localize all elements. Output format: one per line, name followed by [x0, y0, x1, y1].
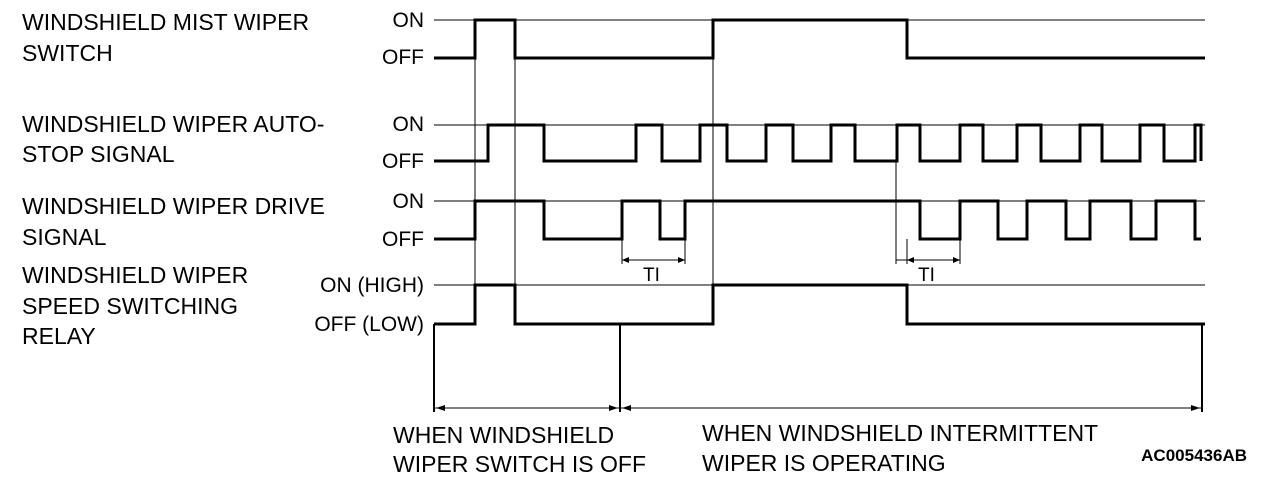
- figure-code: AC005436AB: [1141, 446, 1247, 465]
- ti-2-label: TI: [918, 265, 935, 286]
- period-2-right-arrow: [1191, 405, 1200, 411]
- level-labels: ON OFF ON OFF ON OFF ON (HIGH) OFF (LOW): [314, 9, 424, 336]
- signal-3-label-line-1: WINDSHIELD WIPER DRIVE: [22, 193, 325, 219]
- ti-1-left-arrow: [622, 257, 629, 263]
- signal-2-label-line-1: WINDSHIELD WIPER AUTO-: [22, 111, 324, 137]
- period-2-left-arrow: [622, 405, 631, 411]
- ti-1-label: TI: [643, 265, 660, 286]
- signal-3-high-label: ON: [393, 190, 425, 213]
- signal-4-label-line-2: SPEED SWITCHING: [22, 293, 238, 319]
- signal-1-label-line-2: SWITCH: [22, 40, 113, 66]
- mist-switch-waveform: [434, 18, 1205, 60]
- waveforms: [434, 18, 1205, 326]
- signal-2-label-line-2: STOP SIGNAL: [22, 141, 175, 167]
- period-2-caption-line-2: WIPER IS OPERATING: [702, 450, 946, 476]
- signal-4-label-line-1: WINDSHIELD WIPER: [22, 262, 248, 288]
- signal-1-low-label: OFF: [382, 46, 424, 69]
- event-guide-lines: [474, 20, 897, 324]
- period-1-left-arrow: [436, 405, 445, 411]
- period-1-right-arrow: [609, 405, 618, 411]
- period-captions: WHEN WINDSHIELD WIPER SWITCH IS OFF WHEN…: [393, 420, 1098, 477]
- signal-4-high-label: ON (HIGH): [320, 274, 424, 297]
- autostop-waveform: [434, 123, 1203, 163]
- signal-1-label-line-1: WINDSHIELD MIST WIPER: [22, 9, 309, 35]
- signal-3-low-label: OFF: [382, 228, 424, 251]
- period-brackets: [433, 324, 1203, 412]
- ti-markers: TI TI: [621, 239, 961, 286]
- ti-2-left-arrow: [907, 257, 914, 263]
- signal-2-low-label: OFF: [382, 150, 424, 173]
- signal-4-label-line-3: RELAY: [22, 323, 96, 349]
- ti-1-right-arrow: [678, 257, 685, 263]
- signal-4-low-label: OFF (LOW): [314, 313, 424, 336]
- reference-lines: [434, 19, 1205, 286]
- period-1-caption-line-1: WHEN WINDSHIELD: [393, 422, 614, 448]
- signal-1-high-label: ON: [393, 9, 425, 32]
- drive-waveform: [434, 199, 1201, 241]
- signal-labels: WINDSHIELD MIST WIPER SWITCH WINDSHIELD …: [22, 9, 325, 349]
- signal-3-label-line-2: SIGNAL: [22, 224, 107, 250]
- period-2-caption-line-1: WHEN WINDSHIELD INTERMITTENT: [702, 420, 1098, 446]
- period-1-caption-line-2: WIPER SWITCH IS OFF: [393, 451, 646, 477]
- signal-2-high-label: ON: [393, 113, 425, 136]
- ti-2-right-arrow: [953, 257, 960, 263]
- speed-relay-waveform: [434, 283, 1205, 326]
